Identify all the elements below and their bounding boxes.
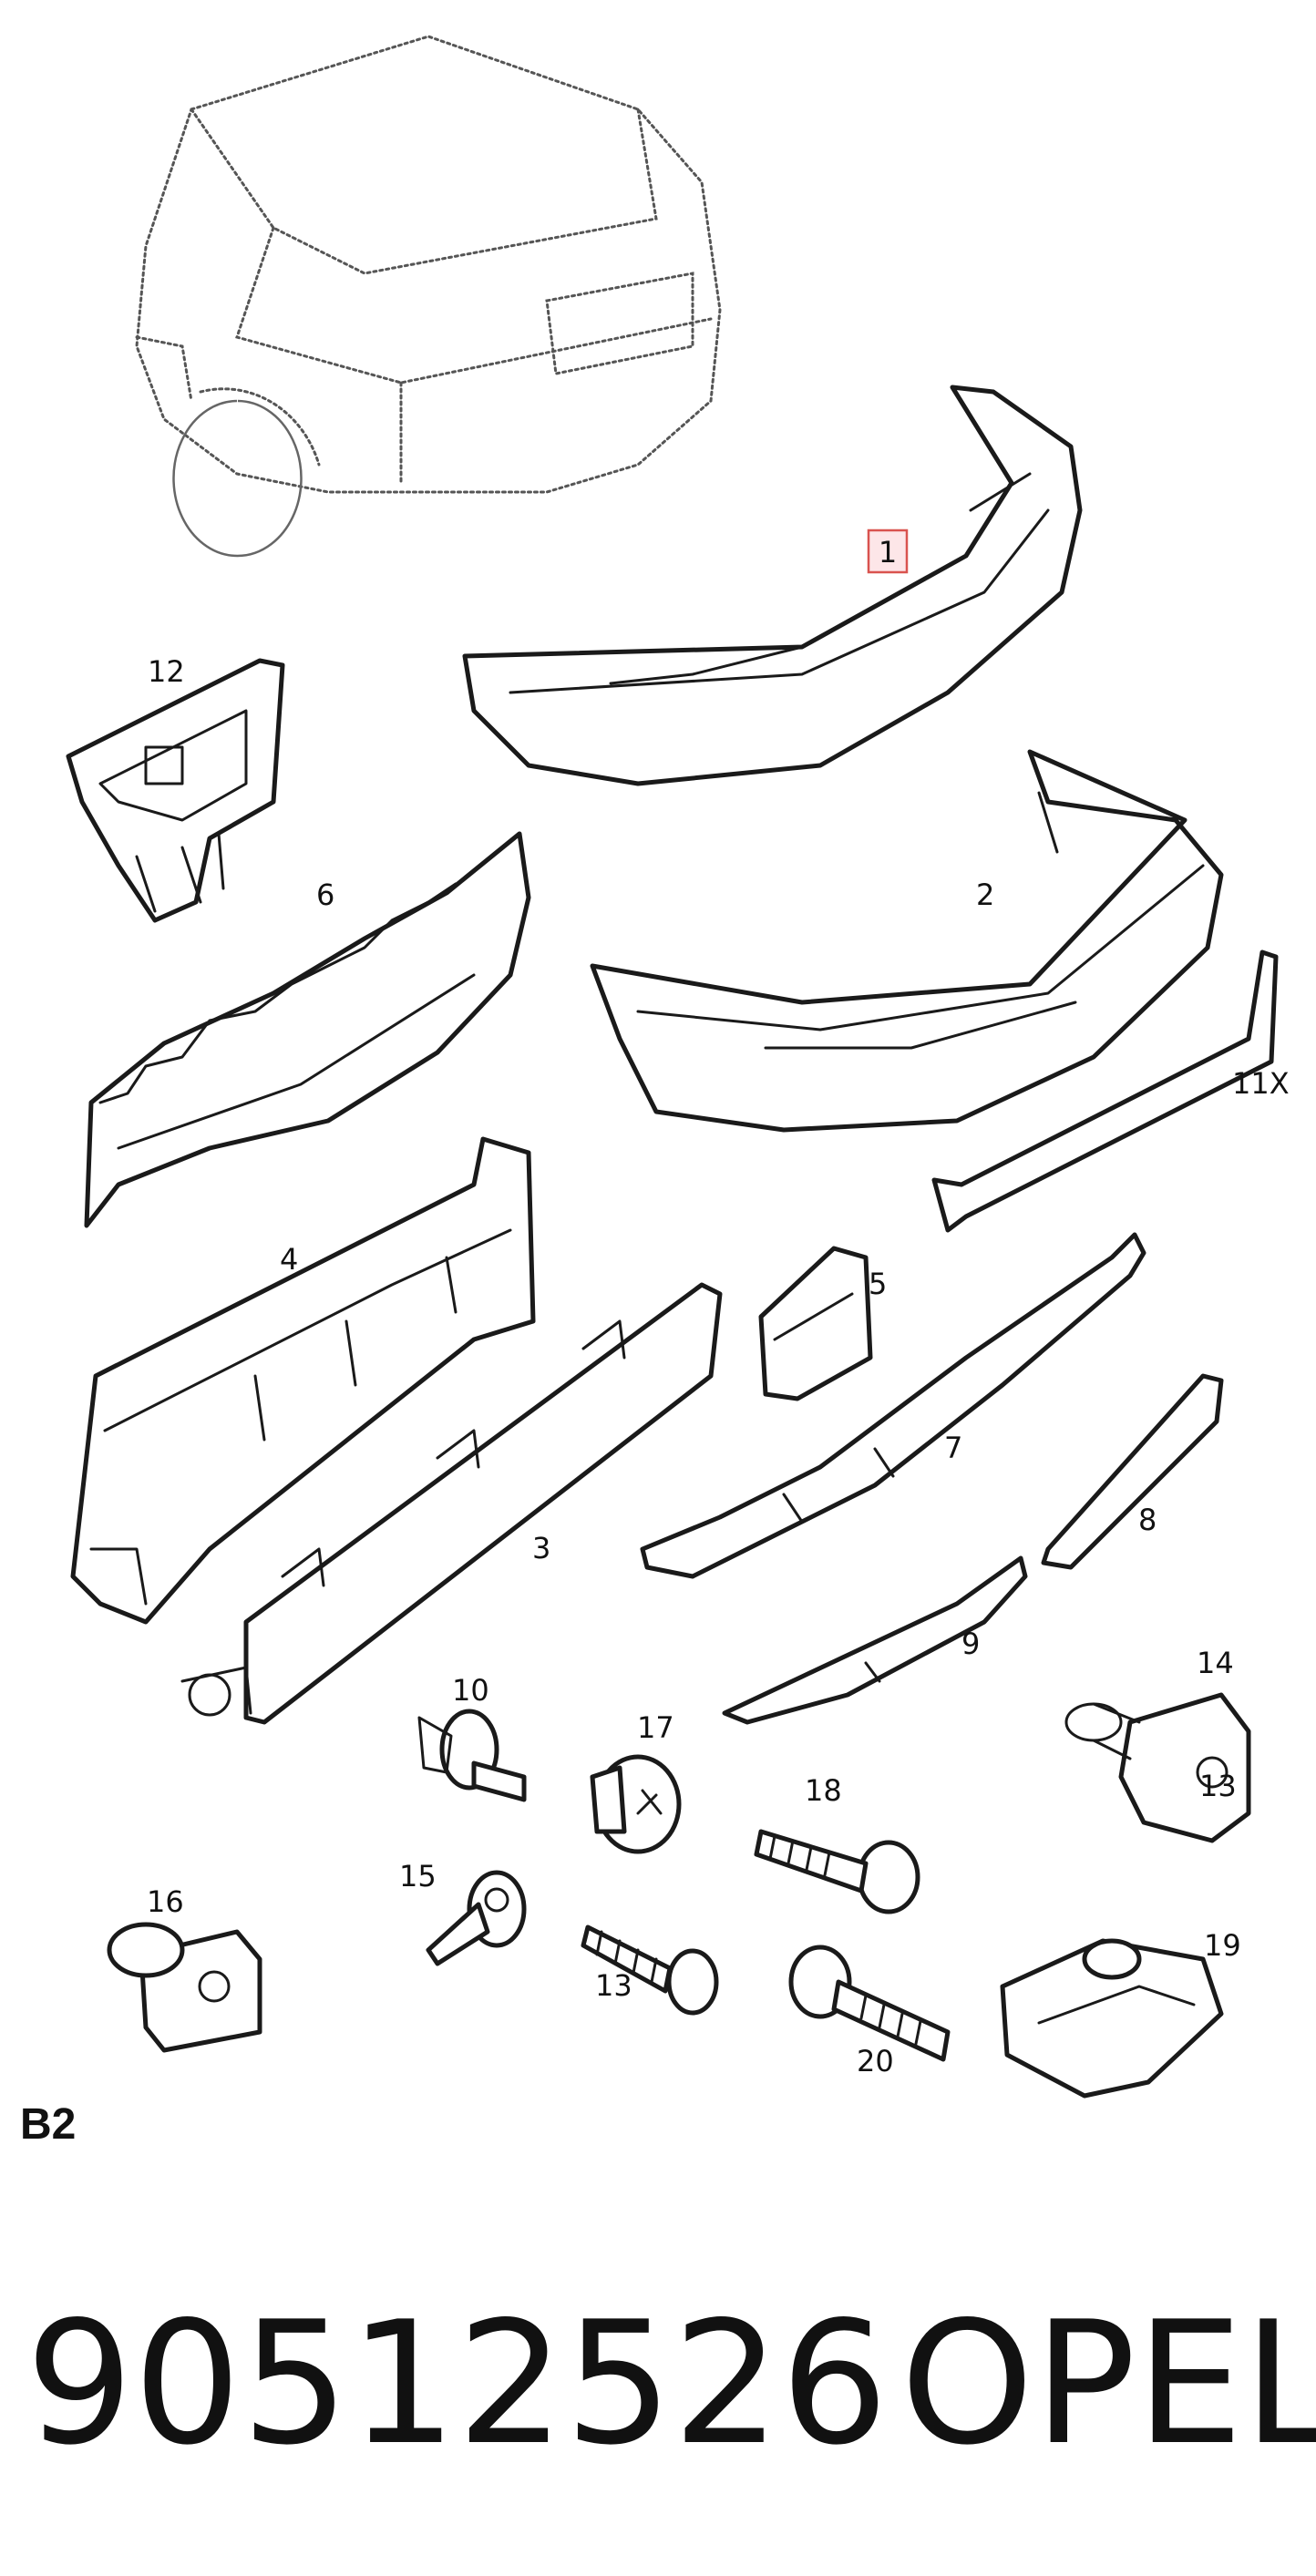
part-9-strip	[722, 1555, 1028, 1725]
car-rear-outline	[135, 35, 722, 558]
part-17-screw-cap	[590, 1754, 682, 1854]
part-1-bumper-cover	[462, 385, 1083, 786]
label-2: 2	[976, 877, 994, 912]
part-20-bolt	[788, 1945, 951, 2062]
part-8-strip	[1041, 1373, 1224, 1570]
part-10-push-pin	[417, 1709, 527, 1802]
label-7: 7	[944, 1431, 962, 1465]
part-number: 90512526	[26, 2284, 889, 2482]
label-18: 18	[805, 1773, 842, 1808]
label-9: 9	[961, 1627, 980, 1661]
label-20: 20	[857, 2044, 894, 2078]
brand-name: OPEL	[900, 2284, 1316, 2482]
label-5: 5	[869, 1267, 887, 1301]
part-5-clip	[758, 1246, 873, 1401]
label-13-on-clip: 13	[1199, 1769, 1237, 1803]
part-15-clip	[426, 1870, 527, 1966]
part-14-nut-clip	[1064, 1692, 1251, 1843]
label-13: 13	[595, 1968, 632, 2003]
label-16: 16	[147, 1884, 184, 1919]
part-13-screw	[581, 1924, 719, 2016]
label-17: 17	[637, 1710, 674, 1745]
label-14: 14	[1197, 1646, 1234, 1680]
part-19-speed-nut	[1000, 1938, 1224, 2099]
part-18-bolt	[754, 1829, 920, 1914]
label-4: 4	[280, 1242, 298, 1277]
label-10: 10	[452, 1673, 489, 1708]
part-16-bracket-clip	[107, 1922, 262, 2053]
part-3-reinforcement	[180, 1282, 723, 1725]
part-11x-trim-strip	[931, 949, 1279, 1233]
label-15: 15	[399, 1859, 437, 1894]
label-19: 19	[1204, 1928, 1241, 1963]
part-12-bracket	[66, 658, 285, 923]
callout-labels: 1 12 6 2 11X 4 5 7 8 3 9 14 10 17 13 18 …	[147, 529, 1290, 2078]
part-6-energy-absorber	[84, 831, 531, 1228]
label-3: 3	[532, 1531, 550, 1565]
part-2-bumper	[590, 749, 1224, 1133]
label-8: 8	[1138, 1503, 1157, 1537]
part-4-bumper-carrier	[70, 1136, 536, 1625]
label-11x: 11X	[1232, 1066, 1290, 1101]
label-6: 6	[316, 877, 334, 912]
label-12: 12	[148, 654, 185, 689]
label-1: 1	[879, 535, 897, 570]
part-7-guard-strip	[640, 1232, 1146, 1579]
highlight-box	[867, 529, 909, 574]
section-label: B2	[20, 2100, 76, 2149]
